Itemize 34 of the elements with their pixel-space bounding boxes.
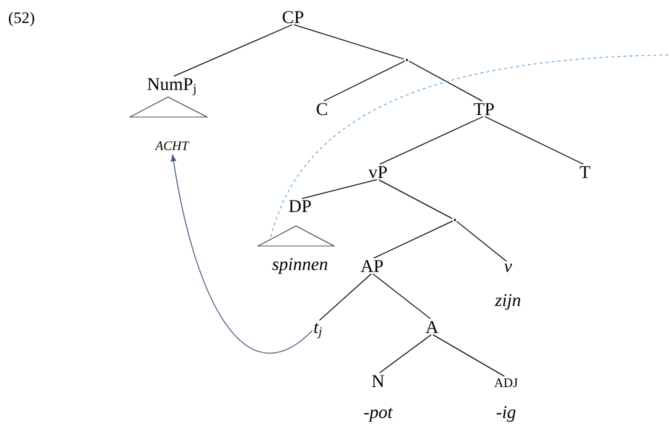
tree-branch <box>432 334 505 377</box>
node-label: DP <box>289 200 311 212</box>
example-number: (52) <box>8 12 34 26</box>
tree-branch <box>484 116 584 165</box>
tree-label: vP <box>368 166 387 178</box>
tree-branch <box>408 60 483 102</box>
tree-branch <box>319 273 372 321</box>
tree-label: ADJ -ig <box>494 378 518 422</box>
tree-branch <box>302 179 378 199</box>
tree-label: t$_{j}$ <box>314 322 322 338</box>
tree-branch <box>372 273 431 320</box>
tree-label: N -pot <box>364 375 393 422</box>
tree-branch <box>456 220 507 262</box>
tree-label: T <box>580 166 590 178</box>
node-label: NumP$_{j}$ <box>148 78 196 96</box>
tree-branch <box>378 179 453 219</box>
tree-label: C <box>316 103 327 116</box>
movement-arrow <box>170 154 313 354</box>
tree-branch <box>294 24 404 60</box>
tree-label: v zijn <box>494 264 520 310</box>
tree-branch <box>323 60 406 102</box>
tree-branch <box>173 24 293 77</box>
tree-branch <box>373 220 454 258</box>
node-label: spinnen <box>272 258 328 274</box>
node-label: ACHT <box>154 141 190 150</box>
tree-label: AP <box>360 260 383 272</box>
tree-branch <box>379 334 432 374</box>
tree-label: TP <box>474 103 494 115</box>
branch-point <box>454 218 456 222</box>
tree-label: A <box>426 321 438 333</box>
dashed-curve <box>270 54 670 238</box>
branch-point <box>406 58 408 62</box>
tree-label: CP <box>282 11 304 24</box>
tree-branch <box>379 116 484 165</box>
